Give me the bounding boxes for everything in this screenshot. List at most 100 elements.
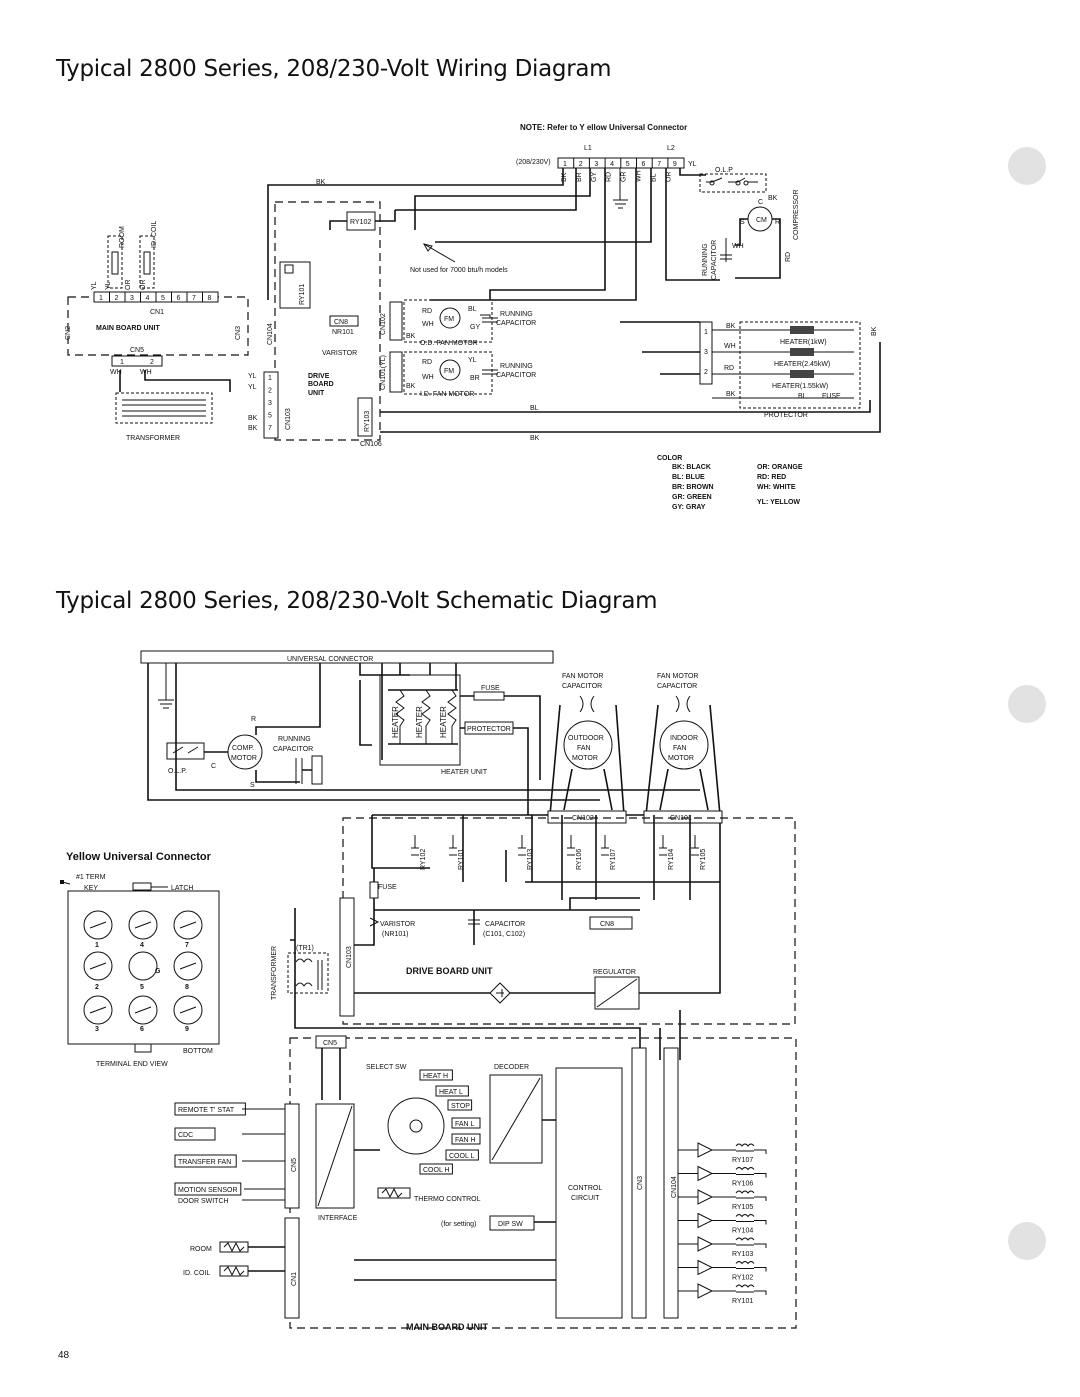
indoor-fan-motor-symbol <box>659 720 709 770</box>
svg-text:WH: WH <box>422 321 434 328</box>
cn103-label: CN103 <box>285 408 292 430</box>
svg-text:OR: OR <box>140 280 147 291</box>
yellow-connector-pin-number: 6 <box>140 1026 144 1033</box>
svg-text:RUNNING: RUNNING <box>500 311 533 318</box>
cn3-label: CN3 <box>235 326 242 340</box>
svg-text:MOTOR: MOTOR <box>572 755 598 762</box>
yellow-connector-pin-number: 7 <box>185 942 189 949</box>
svg-text:RD: RD <box>422 359 432 366</box>
interface-input-label: CDC <box>178 1132 193 1139</box>
cn101-label: CN101(YL) <box>380 355 387 390</box>
schematic-main-board-outline <box>289 1037 797 1329</box>
relay-contact-label: RY107 <box>610 849 617 870</box>
relay-driver-label: RY101 <box>732 1298 753 1305</box>
wiring-note: NOTE: Refer to Y ellow Universal Connect… <box>520 123 687 132</box>
yellow-connector-view: Yellow Universal Connector #1 TERM KEY L… <box>60 851 220 1068</box>
relay-contact-label: RY103 <box>527 849 534 870</box>
svg-text:HEATER: HEATER <box>391 706 400 738</box>
select-switch-symbol <box>387 1097 445 1155</box>
cm-label: CM <box>756 217 767 224</box>
drive-board-outline <box>274 201 381 441</box>
svg-text:RD: RD <box>422 308 432 315</box>
svg-text:BK: BK <box>248 425 258 432</box>
svg-text:MOTOR: MOTOR <box>668 755 694 762</box>
heater-unit-outline <box>739 321 861 409</box>
heater-protector-label: PROTECTOR <box>764 412 808 419</box>
svg-text:YL: YL <box>248 384 257 391</box>
universal-connector-label: UNIVERSAL CONNECTOR <box>287 656 373 663</box>
relay-contact-label: RY104 <box>668 849 675 870</box>
color-key-title: COLOR <box>657 455 682 462</box>
yellow-connector-pin-number: 1 <box>95 942 99 949</box>
schematic-olp-label: O.L.P. <box>168 768 187 775</box>
svg-text:C: C <box>758 199 763 206</box>
od-capacitor-label-2: CAPACITOR <box>562 683 602 690</box>
relay-contact-label: RY106 <box>576 849 583 870</box>
schematic-protector-label: PROTECTOR <box>467 726 511 733</box>
color-key-entry: WH: WHITE <box>757 484 796 491</box>
cn1-label: CN1 <box>150 309 164 316</box>
svg-text:FAN: FAN <box>577 745 591 752</box>
heater-pin: 2 <box>704 369 708 376</box>
color-key-entry: BK: BLACK <box>672 464 711 471</box>
heater-unit-label: HEATER UNIT <box>441 769 488 776</box>
relay-driver-label: RY103 <box>732 1251 753 1258</box>
color-key-entry: BL: BLUE <box>672 474 705 481</box>
switch-position-label: HEAT L <box>439 1089 463 1096</box>
comp-label-2: MOTOR <box>231 755 257 762</box>
relay-contact-label: RY105 <box>700 849 707 870</box>
transformer-pin: 2 <box>268 388 272 395</box>
ry103-label: RY103 <box>364 411 371 432</box>
wire-color-label: GY <box>591 172 598 182</box>
svg-text:1: 1 <box>120 359 124 366</box>
svg-text:RUNNING: RUNNING <box>500 363 533 370</box>
svg-text:YL: YL <box>105 281 112 290</box>
control-circuit-box <box>555 1067 623 1319</box>
svg-text:YL: YL <box>248 373 257 380</box>
l1-label: L1 <box>584 145 592 152</box>
cn1-pin: 5 <box>161 295 165 302</box>
svg-text:INDOOR: INDOOR <box>670 735 698 742</box>
heater-pin-row: 132 <box>704 329 708 376</box>
id-capacitor-label-2: CAPACITOR <box>657 683 697 690</box>
svg-text:FAN: FAN <box>673 745 687 752</box>
connector-pin: 1 <box>563 161 567 168</box>
page-tab-marker <box>1008 147 1046 185</box>
cn1-pin: 1 <box>99 295 103 302</box>
cn1-pin: 4 <box>146 295 150 302</box>
yellow-connector-pin-number: 8 <box>185 984 189 991</box>
running-label: RUNNING <box>702 243 709 276</box>
yellow-connector-pin-number: 3 <box>95 1026 99 1033</box>
connector-pin: 6 <box>642 161 646 168</box>
connector-pin: 9 <box>673 161 677 168</box>
drive-board-label-3: UNIT <box>308 390 325 397</box>
comp-motor-symbol <box>227 734 263 770</box>
universal-connector-bar <box>140 650 554 664</box>
bottom-label: BOTTOM <box>183 1048 213 1055</box>
svg-text:BK: BK <box>726 323 736 330</box>
svg-text:HEATER: HEATER <box>415 706 424 738</box>
running-cap-label-2: CAPACITOR <box>273 746 313 753</box>
compressor-label: COMPRESSOR <box>793 189 800 240</box>
nr101-label: NR101 <box>332 329 354 336</box>
schematic-c101-label: (C101, C102) <box>483 931 525 938</box>
transformer-pin: 7 <box>268 425 272 432</box>
wiring-diagram-title: Typical 2800 Series, 208/230-Volt Wiring… <box>56 56 612 82</box>
schematic-cn104-label: CN104 <box>671 1176 678 1198</box>
outdoor-fan-motor-symbol <box>563 720 613 770</box>
color-key-entry: BR: BROWN <box>672 484 714 491</box>
cn1-pin: 6 <box>177 295 181 302</box>
svg-text:R: R <box>251 716 256 723</box>
schematic-diagram: UNIVERSAL CONNECTOR HEATER HEATER HEATER… <box>140 650 797 1332</box>
svg-text:R: R <box>775 219 780 226</box>
decoder-label: DECODER <box>494 1064 529 1071</box>
svg-text:YL: YL <box>91 281 98 290</box>
term-1-label: #1 TERM <box>76 874 106 881</box>
svg-text:BL: BL <box>530 405 539 412</box>
